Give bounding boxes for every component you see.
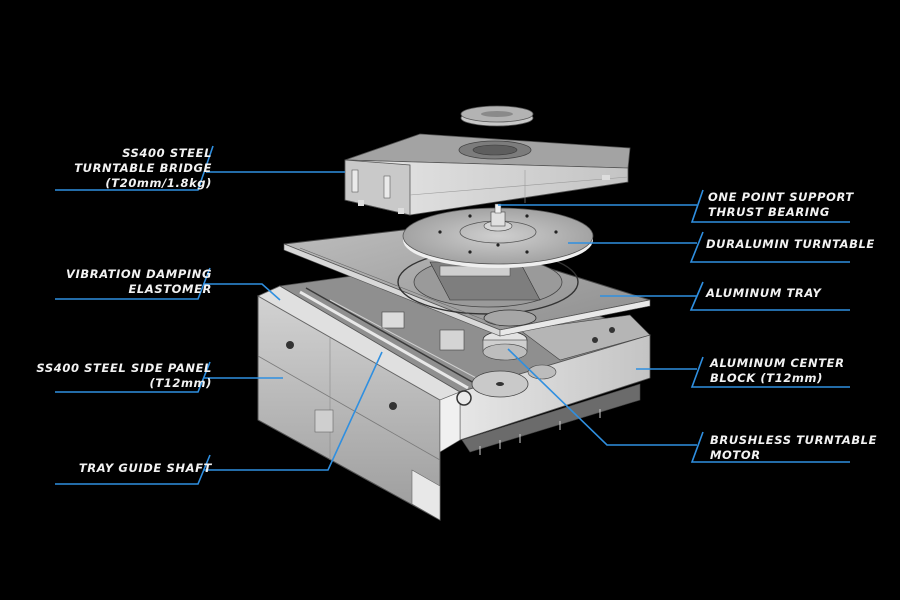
label-turntable-bridge: SS400 STEEL TURNTABLE BRIDGE (T20mm/1.8k… (40, 146, 212, 191)
label-vibration-damping-elastomer: VIBRATION DAMPING ELASTOMER (30, 267, 212, 297)
chassis (257, 261, 652, 521)
label-line: SS400 STEEL (122, 146, 212, 160)
label-line: DURALUMIN TURNTABLE (706, 237, 875, 251)
label-line: THRUST BEARING (708, 205, 830, 219)
thrust-bearing (483, 203, 513, 232)
label-side-panel: SS400 STEEL SIDE PANEL (T12mm) (10, 361, 212, 391)
leader-line-turntable (568, 231, 850, 263)
label-line: VIBRATION DAMPING (66, 267, 212, 281)
label-line: BRUSHLESS TURNTABLE (710, 433, 878, 447)
label-line: MOTOR (710, 448, 761, 462)
leader-line-thrust-bearing (498, 189, 850, 223)
leader-line-side-panel (55, 361, 283, 393)
label-aluminum-center-block: ALUMINUM CENTER BLOCK (T12mm) (710, 356, 845, 386)
label-line: ONE POINT SUPPORT (708, 190, 854, 204)
turntable (402, 203, 594, 268)
label-line: (T12mm) (149, 376, 212, 390)
label-line: SS400 STEEL SIDE PANEL (36, 361, 212, 375)
bridge (344, 133, 631, 216)
label-aluminum-tray: ALUMINUM TRAY (706, 286, 821, 301)
label-tray-guide-shaft: TRAY GUIDE SHAFT (40, 461, 212, 476)
label-brushless-motor: BRUSHLESS TURNTABLE MOTOR (710, 433, 877, 463)
label-line: TRAY GUIDE SHAFT (78, 461, 212, 475)
clamp-disc (460, 105, 534, 127)
label-line: ALUMINUM CENTER (710, 356, 845, 370)
leader-line-guide-shaft (55, 351, 383, 485)
tray (283, 227, 651, 337)
leader-line-center-block (636, 356, 850, 388)
label-line: BLOCK (T12mm) (710, 371, 823, 385)
leader-line-bridge (55, 145, 345, 191)
label-line: (T20mm/1.8kg) (105, 176, 212, 190)
leader-line-motor (507, 348, 850, 463)
leader-line-tray (600, 281, 850, 311)
label-line: ALUMINUM TRAY (706, 286, 822, 300)
label-line: ELASTOMER (128, 282, 212, 296)
leader-line-elastomer (55, 267, 281, 301)
label-duralumin-turntable: DURALUMIN TURNTABLE (706, 237, 875, 252)
label-thrust-bearing: ONE POINT SUPPORT THRUST BEARING (708, 190, 854, 220)
label-line: TURNTABLE BRIDGE (74, 161, 212, 175)
